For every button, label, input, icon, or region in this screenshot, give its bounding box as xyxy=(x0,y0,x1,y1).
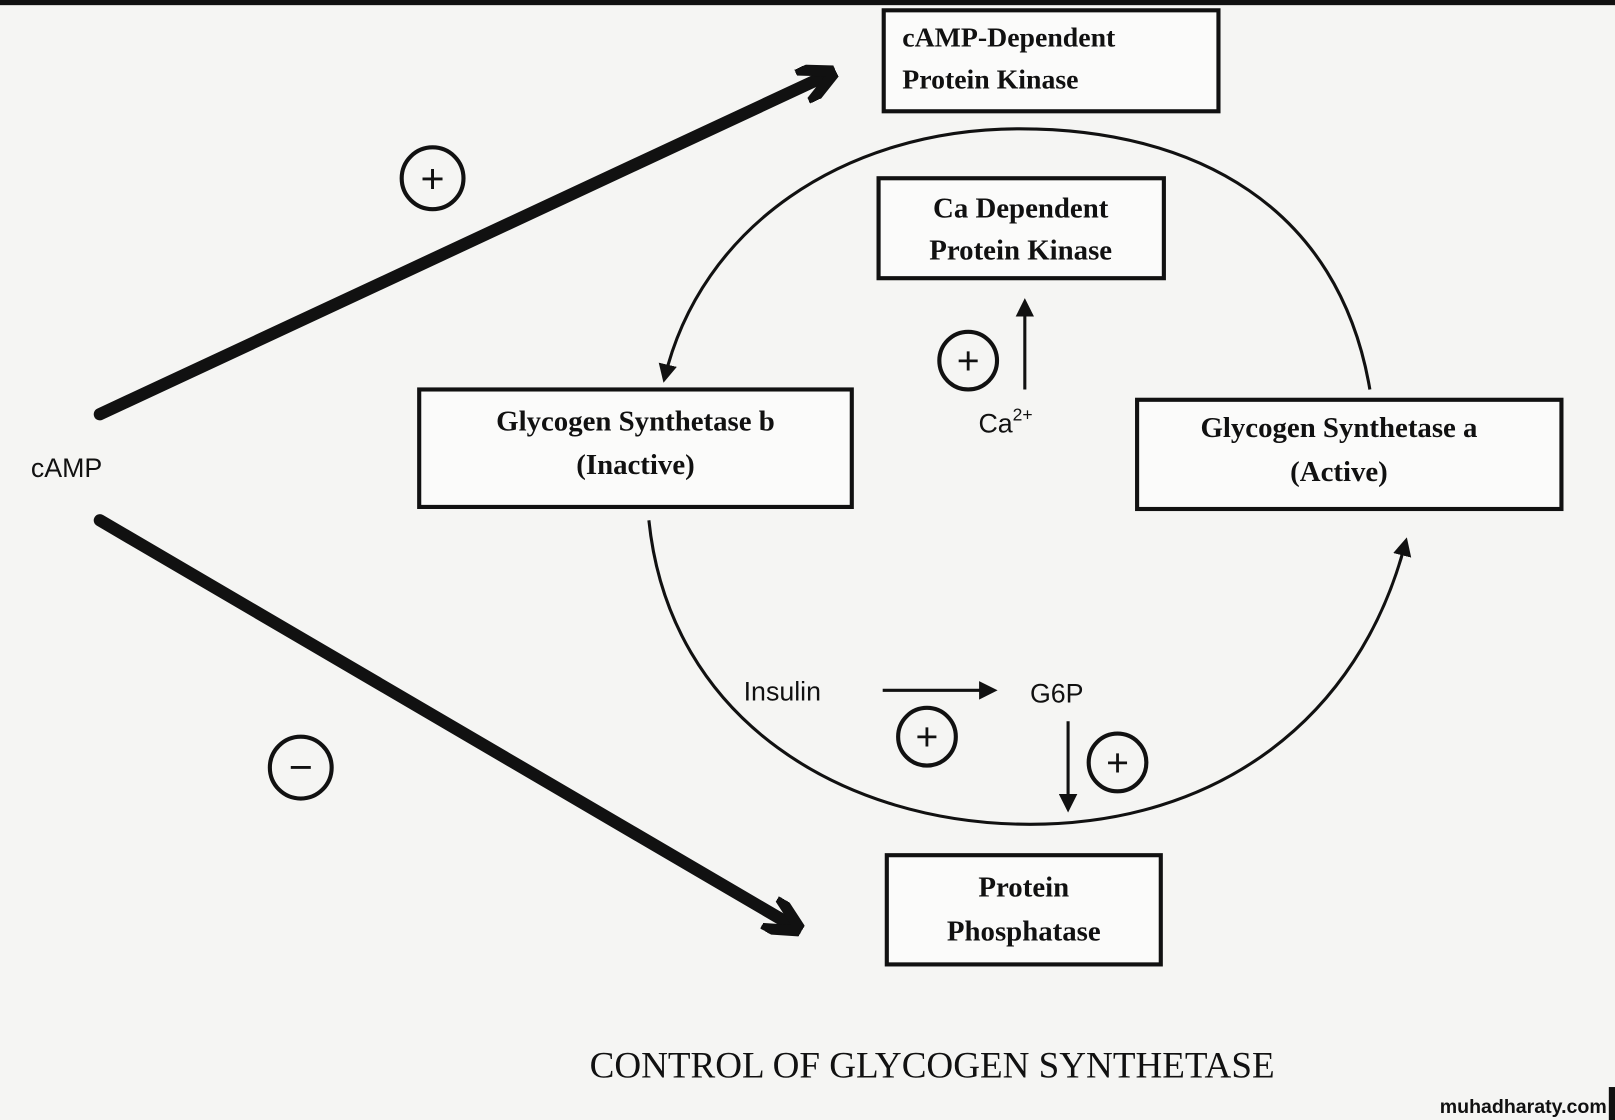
svg-text:+: + xyxy=(957,340,980,383)
plus-badge-insulin: + xyxy=(896,705,958,768)
ca-dependent-protein-kinase-box: Ca Dependent Protein Kinase xyxy=(876,176,1166,281)
activation-arc xyxy=(647,520,1412,826)
insulin-label: Insulin xyxy=(744,677,821,707)
inactivation-arc xyxy=(658,127,1372,390)
diagram-title: CONTROL OF GLYCOGEN SYNTHETASE xyxy=(590,1046,1275,1087)
svg-text:−: − xyxy=(289,744,313,790)
plus-badge-g6p: + xyxy=(1086,731,1149,794)
svg-text:Glycogen Synthetase b: Glycogen Synthetase b xyxy=(496,406,775,438)
svg-text:+: + xyxy=(1106,742,1129,785)
camp-dependent-protein-kinase-box: cAMP-Dependent Protein Kinase xyxy=(881,8,1221,114)
svg-text:(Inactive): (Inactive) xyxy=(576,449,694,481)
svg-text:+: + xyxy=(421,156,445,202)
svg-text:Protein Kinase: Protein Kinase xyxy=(929,235,1112,267)
protein-phosphatase-box: Protein Phosphatase xyxy=(884,853,1163,967)
minus-badge-phosphatase: − xyxy=(267,734,334,801)
svg-text:cAMP-Dependent: cAMP-Dependent xyxy=(902,22,1116,53)
calcium-label: Ca2+ xyxy=(978,404,1032,438)
svg-text:Ca Dependent: Ca Dependent xyxy=(933,192,1109,224)
corner-edge xyxy=(1608,1087,1615,1120)
camp-to-kinase-arrow xyxy=(93,74,829,421)
svg-text:Protein: Protein xyxy=(978,871,1069,903)
glycogen-synthetase-a-box: Glycogen Synthetase a (Active) xyxy=(1135,397,1564,512)
plus-badge-calcium: + xyxy=(937,329,1000,392)
svg-text:Glycogen Synthetase a: Glycogen Synthetase a xyxy=(1200,412,1477,444)
svg-text:+: + xyxy=(916,716,939,759)
camp-label: cAMP xyxy=(31,453,102,483)
svg-text:Protein Kinase: Protein Kinase xyxy=(902,65,1078,96)
g6p-label: G6P xyxy=(1030,679,1084,709)
watermark: muhadharaty.com xyxy=(1440,1096,1607,1118)
glycogen-synthetase-b-box: Glycogen Synthetase b (Inactive) xyxy=(417,387,854,509)
svg-text:Phosphatase: Phosphatase xyxy=(947,916,1101,948)
svg-text:(Active): (Active) xyxy=(1290,456,1388,488)
top-border xyxy=(0,0,1615,6)
camp-to-phosphatase-arrow xyxy=(93,514,795,927)
plus-badge-kinase: + xyxy=(399,145,466,212)
